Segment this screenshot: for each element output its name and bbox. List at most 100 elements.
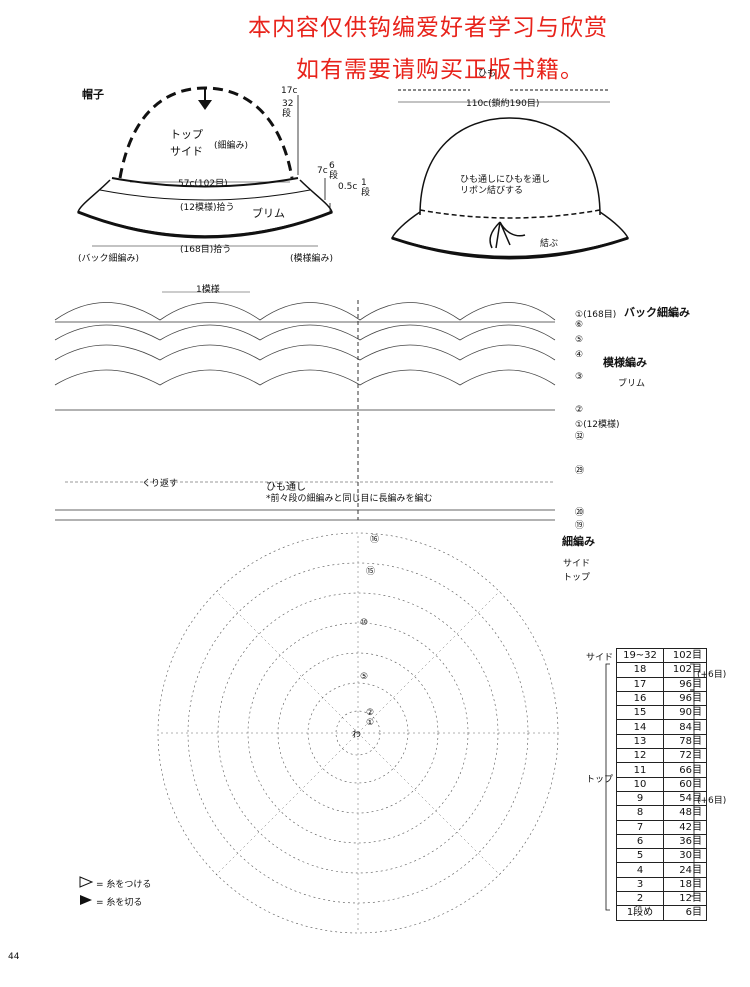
brim-label: ブリム <box>252 207 285 220</box>
stitch-count: 42目 <box>663 819 707 835</box>
row-label-19: ⑲ <box>575 521 585 531</box>
row-number: 4 <box>616 862 664 878</box>
watermark-line-1: 本内容仅供钩编爱好者学习与欣赏 <box>248 15 608 41</box>
row-label-3: ③ <box>575 372 584 382</box>
row-number: 5 <box>616 848 664 864</box>
edge-05: 0.5c <box>338 182 358 192</box>
top-chart-label: トップ <box>563 573 591 583</box>
threading-note: *前々段の細編みと同じ目に長編みを編む <box>266 494 433 504</box>
pickup-168: (168目)拾う <box>180 245 232 255</box>
row-number: 7 <box>616 819 664 835</box>
row-number: 17 <box>616 676 664 692</box>
row-number: 14 <box>616 719 664 735</box>
stitch-count: 90目 <box>663 705 707 721</box>
stitch-count: 102目 <box>663 662 707 678</box>
round-mark-ring: わ <box>352 730 362 740</box>
row-number: 13 <box>616 733 664 750</box>
width-57: 57c(102目) <box>178 179 228 189</box>
row-number: 1段め <box>616 905 664 921</box>
legend-cut: = 糸を切る <box>96 898 143 908</box>
repeat-label: くり返す <box>142 479 179 489</box>
round-mark-15: ⑮ <box>366 567 376 577</box>
fine-stitch-label: (細編み) <box>214 141 249 151</box>
row-number: 18 <box>616 662 664 678</box>
stitch-count: 102目 <box>663 647 707 664</box>
row-number: 6 <box>616 833 664 850</box>
stitch-count: 84目 <box>663 719 707 735</box>
fine-chart-label: 細編み <box>562 535 595 548</box>
row-number: 11 <box>616 762 664 778</box>
row-label-6: ⑥ <box>575 320 584 330</box>
round-mark-1: ① <box>366 718 375 728</box>
brim-chart-label: ブリム <box>618 379 646 389</box>
brim-height: 7c <box>317 166 328 176</box>
round-mark-16: ⑯ <box>370 535 380 545</box>
height-top: 17c <box>281 86 298 96</box>
table-side-label: サイド <box>586 653 614 663</box>
stitch-count: 30目 <box>663 848 707 864</box>
row-number: 15 <box>616 705 664 721</box>
row-label-32: ㉜ <box>575 432 585 442</box>
round-mark-5: ⑤ <box>360 672 369 682</box>
row-label-1-12: ①(12模様) <box>575 420 620 430</box>
round-mark-10: ⑩ <box>360 618 369 628</box>
stitch-count: 60目 <box>663 776 707 792</box>
row-number: 8 <box>616 805 664 821</box>
row-label-1-168: ①(168目) <box>575 310 617 320</box>
stitch-count: 78目 <box>663 733 707 750</box>
stitch-count: 96目 <box>663 676 707 692</box>
string-length: 110c(鎖約190目) <box>466 99 540 109</box>
stitch-count: 66目 <box>663 762 707 778</box>
pattern-chart-label: 模様編み <box>603 356 647 369</box>
table-increase-side: (+6目) <box>697 670 727 680</box>
rows-1: 1 段 <box>361 178 371 198</box>
page-number: 44 <box>8 952 20 962</box>
row-label-20: ⑳ <box>575 508 585 518</box>
top-side-label: トップ サイド <box>170 128 203 158</box>
back-fine-chart-label: バック細編み <box>624 306 690 319</box>
watermark-line-2: 如有需要请购买正版书籍。 <box>296 57 584 83</box>
row-number: 10 <box>616 776 664 792</box>
row-number: 3 <box>616 876 664 893</box>
string-label: ひも <box>478 69 497 79</box>
stitch-count: 54目 <box>663 790 707 807</box>
one-pattern-label: 1模様 <box>196 285 220 295</box>
stitch-count: 48目 <box>663 805 707 821</box>
back-fine-label: (バック細編み) <box>78 254 140 264</box>
stitch-count: 18目 <box>663 876 707 893</box>
legend-attach: = 糸をつける <box>96 880 152 890</box>
rows-6: 6 段 <box>329 161 339 181</box>
row-number: 12 <box>616 748 664 764</box>
round-mark-2: ② <box>366 708 375 718</box>
hat-title: 帽子 <box>82 88 104 101</box>
table-increase-top: (+6目) <box>697 796 727 806</box>
row-label-5: ⑤ <box>575 335 584 345</box>
side-chart-label: サイド <box>563 559 591 569</box>
stitch-count: 36目 <box>663 833 707 850</box>
pickup-12: (12模様)拾う <box>180 203 235 213</box>
row-number: 19~32 <box>616 647 664 664</box>
row-label-4: ④ <box>575 350 584 360</box>
stitch-count: 96目 <box>663 690 707 707</box>
stitch-count: 6目 <box>663 905 707 921</box>
stitch-count: 24目 <box>663 862 707 878</box>
